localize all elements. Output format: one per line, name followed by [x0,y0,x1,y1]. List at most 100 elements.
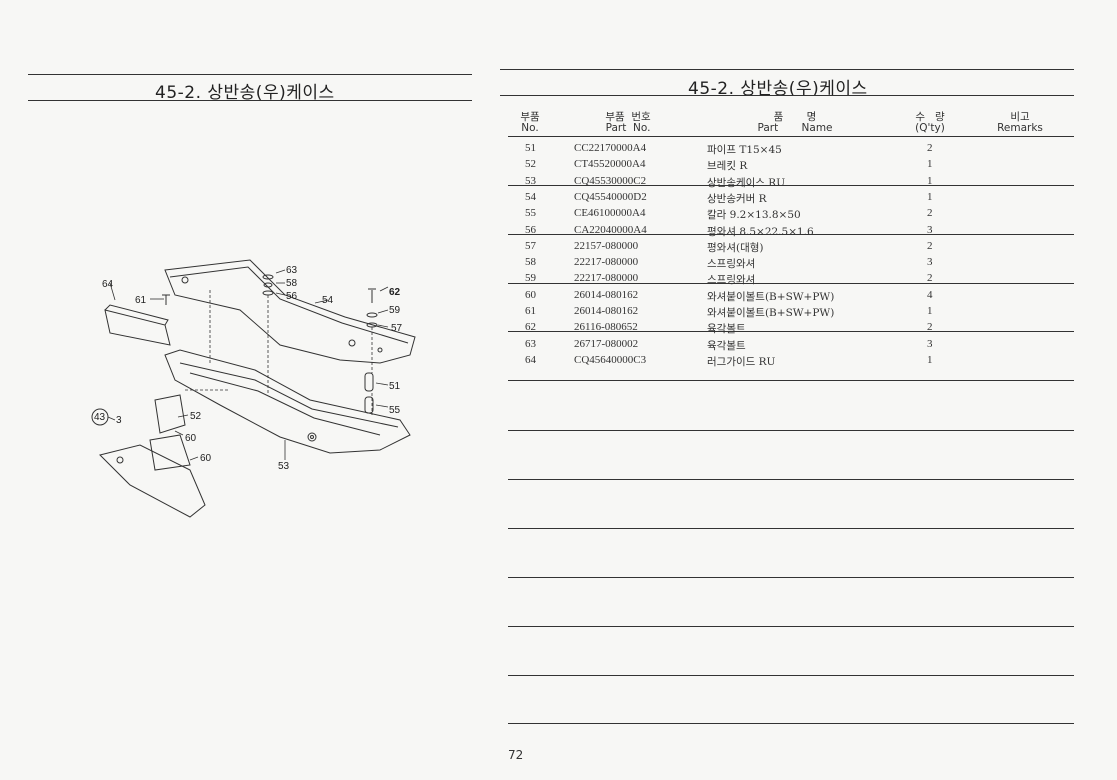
row-no: 64 [525,354,536,366]
row-part-no: CQ45640000C3 [574,354,647,366]
row-part-name: 상반송커버 R [707,193,767,205]
row-part-no: CC22170000A4 [574,142,647,154]
row-no: 55 [525,207,536,219]
row-part-name: 파이프 T15×45 [707,144,782,156]
callout-51: 51 [389,381,401,392]
callout-53: 53 [278,461,290,472]
row-qty: 2 [927,207,933,219]
callout-3-box: 43 [94,412,106,423]
row-qty: 2 [927,321,933,333]
row-part-no: 26116-080652 [574,321,638,333]
group-rule-5 [508,380,1074,381]
row-no: 51 [525,142,536,154]
callout-58: 58 [286,278,298,289]
row-part-no: 26717-080002 [574,338,639,350]
row-qty: 1 [927,191,933,203]
row-qty: 1 [927,354,933,366]
row-no: 60 [525,289,536,301]
row-part-no: 22157-080000 [574,240,639,252]
row-no: 61 [525,305,536,317]
row-qty: 2 [927,240,933,252]
blank-row-rule [508,528,1074,529]
group-rule-1 [508,185,1074,186]
header-qty-en: (Q'ty) [915,122,945,134]
row-qty: 3 [927,338,933,350]
row-part-name: 상반송케이스 RU [707,177,786,189]
row-no: 57 [525,240,536,252]
row-no: 53 [525,175,536,187]
row-part-no: CQ45530000C2 [574,175,647,187]
row-part-no: CA22040000A4 [574,224,647,236]
callout-3: 3 [116,415,122,426]
row-part-no: 22217-080000 [574,256,639,268]
row-qty: 1 [927,158,933,170]
blank-row-rule [508,430,1074,431]
row-part-name: 스프링와셔 [707,258,756,270]
row-part-name: 와셔붙이볼트(B+SW+PW) [707,307,835,319]
row-part-name: 칼라 9.2×13.8×50 [707,209,801,221]
header-remarks-ko: 비고 [1010,111,1030,123]
row-qty: 2 [927,142,933,154]
row-qty: 3 [927,224,933,236]
row-part-no: 26014-080162 [574,305,639,317]
row-no: 52 [525,158,536,170]
callout-60-upper: 60 [185,433,197,444]
row-part-name: 육각볼트 [707,340,746,352]
row-part-name: 평와셔(대형) [707,242,764,254]
left-title-rule-top [28,74,472,75]
header-name: 품 명 Part Name [740,112,850,134]
page-number: 72 [508,748,524,762]
row-part-name: 와셔붙이볼트(B+SW+PW) [707,291,835,303]
row-qty: 3 [927,256,933,268]
row-no: 59 [525,272,536,284]
row-qty: 4 [927,289,933,301]
right-title-rule-top [500,69,1074,70]
header-qty-ko: 수 량 [915,111,945,123]
header-no: 부품 No. [512,112,548,134]
row-no: 63 [525,338,536,350]
callout-52: 52 [190,411,202,422]
header-remarks-en: Remarks [997,122,1043,134]
row-no: 56 [525,224,536,236]
callout-60-lower: 60 [200,453,212,464]
callout-61: 61 [135,295,147,306]
callout-56: 56 [286,291,298,302]
blank-row-rule [508,723,1074,724]
row-part-name: 브레킷 R [707,160,748,172]
row-no: 62 [525,321,536,333]
header-qty: 수 량 (Q'ty) [905,112,955,134]
blank-row-rule [508,479,1074,480]
row-part-name: 러그가이드 RU [707,356,776,368]
left-page-title: 45-2. 상반송(우)케이스 [155,83,335,103]
right-page-title: 45-2. 상반송(우)케이스 [688,79,868,99]
row-qty: 2 [927,272,933,284]
group-rule-3 [508,283,1074,284]
row-part-no: CE46100000A4 [574,207,646,219]
blank-row-rule [508,675,1074,676]
callout-64: 64 [102,279,114,290]
blank-row-rule [508,626,1074,627]
row-no: 54 [525,191,536,203]
header-part-no: 부품 번호 Part No. [583,112,673,134]
row-part-name: 평와셔 8.5×22.5×1.6 [707,226,814,238]
row-qty: 1 [927,175,933,187]
right-title-rule-bottom [500,95,1074,96]
header-remarks: 비고 Remarks [985,112,1055,134]
row-part-no: CQ45540000D2 [574,191,647,203]
exploded-parts-diagram: 63 58 56 54 64 61 62 59 57 51 55 52 60 6… [91,259,416,518]
header-name-en: Part Name [757,122,833,134]
row-part-name: 스프링와셔 [707,274,756,286]
row-part-name: 육각볼트 [707,323,746,335]
row-part-no: 26014-080162 [574,289,639,301]
group-rule-4 [508,331,1074,332]
header-name-ko: 품 명 [773,111,817,123]
group-rule-2 [508,234,1074,235]
blank-row-rule [508,577,1074,578]
callout-59: 59 [389,305,401,316]
row-part-no: 22217-080000 [574,272,639,284]
callout-63: 63 [286,265,298,276]
row-part-no: CT45520000A4 [574,158,646,170]
header-rule [508,136,1074,137]
callout-54: 54 [322,295,334,306]
left-title-rule-bottom [28,100,472,101]
